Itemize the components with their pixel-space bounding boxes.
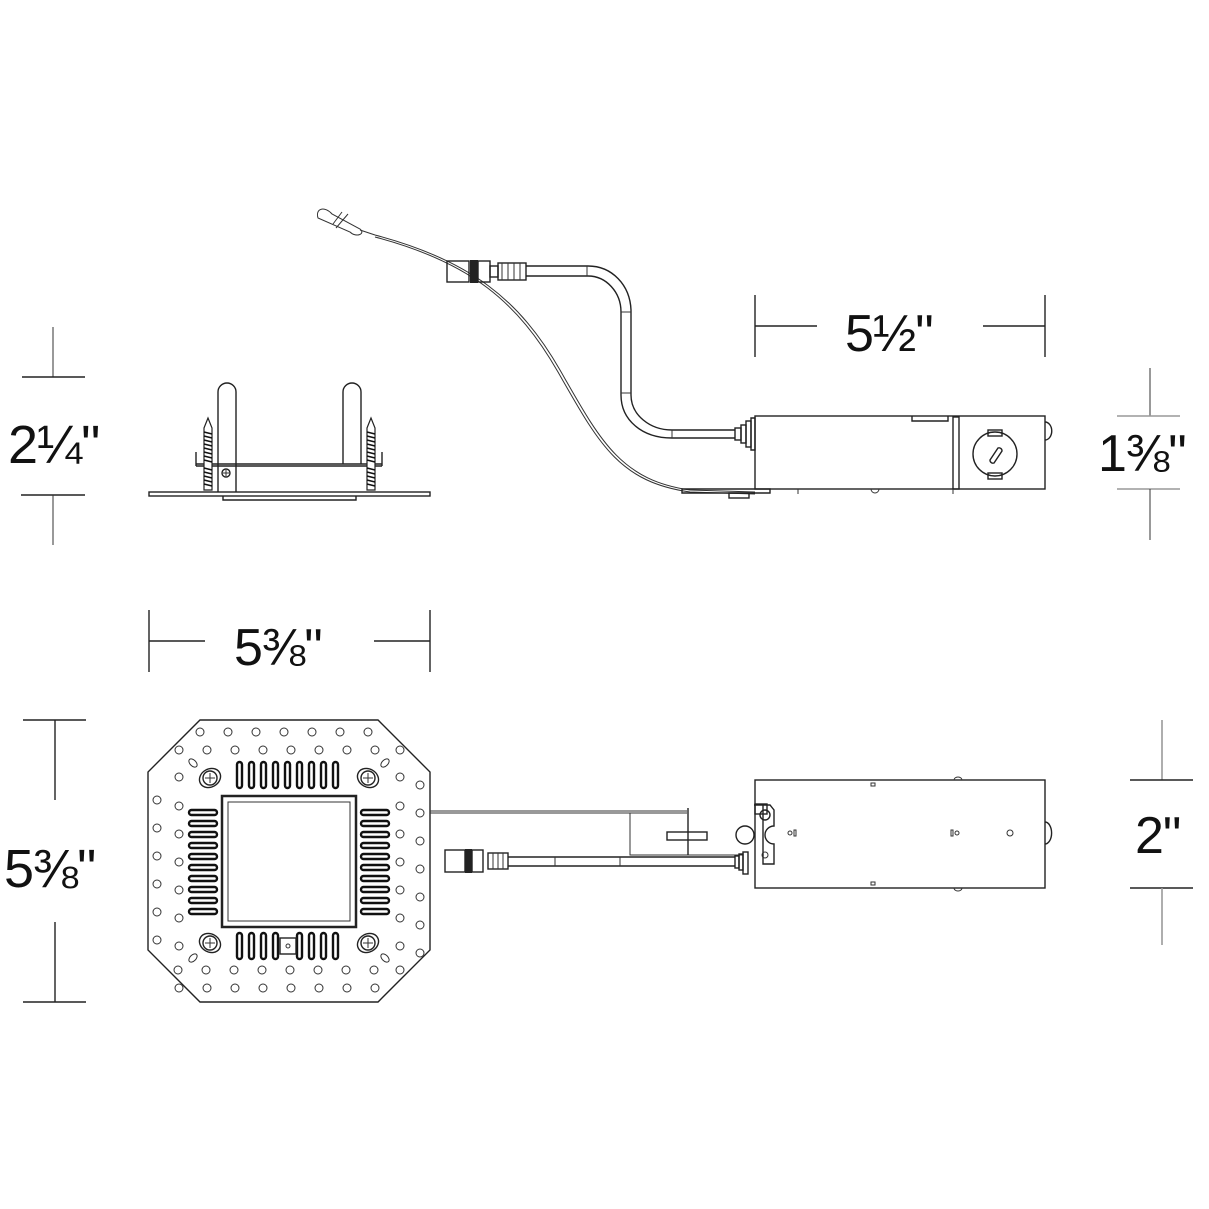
- driver-height-dimension-line: [1117, 368, 1180, 540]
- vent-slots-left: [187, 808, 219, 916]
- plate-height-dimension-line: [23, 719, 86, 1003]
- dimension-label-plate-height: 5⅜": [4, 839, 96, 899]
- cable-connector: [444, 849, 509, 873]
- dimension-label-driver-length: 5½": [845, 305, 934, 363]
- mounting-screw-icon: [188, 932, 222, 963]
- mounting-screw-icon: [188, 758, 222, 789]
- vent-slots-right: [359, 808, 391, 916]
- plate-holes: [152, 727, 425, 993]
- housing-side-view: [21, 327, 431, 545]
- driver-top-view: [430, 720, 1193, 945]
- housing-top-view: [23, 610, 431, 1003]
- length-dimension-line: [754, 295, 1046, 357]
- wood-screw-icon: [203, 416, 213, 491]
- safety-cable: [316, 208, 756, 495]
- mounting-screw-icon: [356, 932, 390, 963]
- dimension-label-side-height: 2¼": [8, 415, 100, 475]
- dimension-label-driver-width: 2": [1135, 807, 1181, 865]
- dimension-label-plate-width: 5⅜": [234, 619, 323, 677]
- vent-slots-bottom: [235, 931, 340, 961]
- vent-slots-top: [235, 760, 340, 790]
- mounting-screw-icon: [356, 758, 390, 789]
- cable-connector: [446, 260, 527, 283]
- width-dimension-line: [148, 610, 431, 672]
- wood-screw-icon: [366, 416, 376, 491]
- dimension-label-driver-height: 1⅜": [1098, 425, 1187, 483]
- driver-side-view: [316, 208, 1180, 540]
- driver-width-dimension-line: [1130, 720, 1193, 945]
- height-dimension-line: [21, 327, 85, 545]
